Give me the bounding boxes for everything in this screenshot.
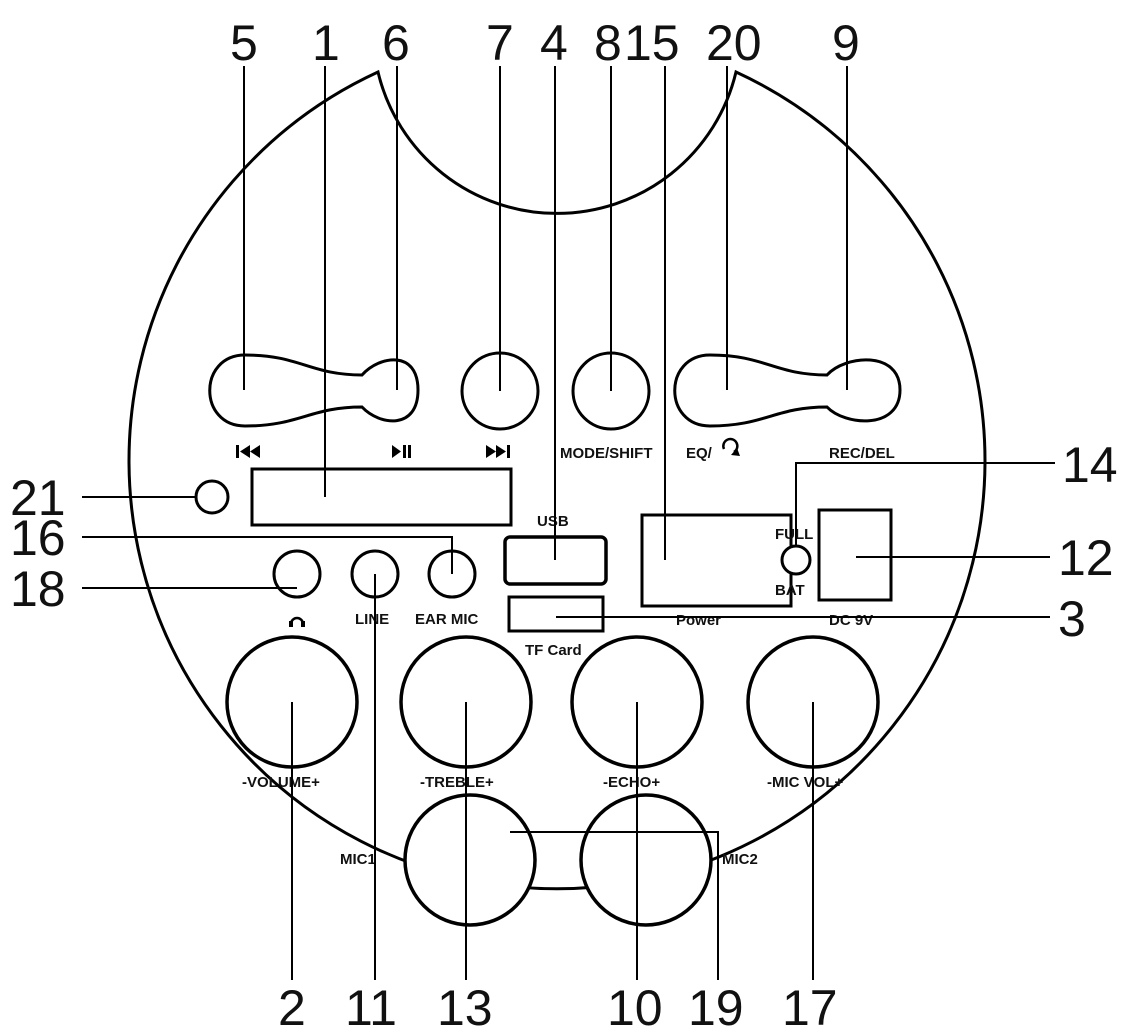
volume-label: -VOLUME+ — [242, 774, 320, 791]
eq-rec-rocker-button[interactable] — [673, 353, 902, 428]
callout-8: 8 — [594, 15, 622, 71]
battery-indicator — [780, 544, 812, 576]
rec-del-label: REC/DEL — [829, 445, 895, 462]
callout-16: 16 — [10, 510, 66, 566]
callout-19: 19 — [688, 980, 744, 1032]
prev-play-rocker-button[interactable] — [208, 353, 420, 428]
usb-label: USB — [537, 513, 569, 530]
mic2-jack[interactable] — [579, 793, 713, 927]
callout-5: 5 — [230, 15, 258, 71]
bat-label: BAT — [775, 582, 805, 599]
eq-label: EQ/ — [686, 445, 713, 462]
callout-14: 14 — [1062, 437, 1118, 493]
mic2-label: MIC2 — [722, 851, 758, 868]
ear-mic-label: EAR MIC — [415, 611, 479, 628]
echo-label: -ECHO+ — [603, 774, 660, 791]
callout-21: 21 — [10, 470, 66, 526]
headphone-jack[interactable] — [272, 549, 322, 599]
headphone-icon — [289, 616, 305, 627]
callout-15: 15 — [624, 15, 680, 71]
dc-label: DC 9V — [829, 612, 873, 629]
mic1-jack[interactable] — [403, 793, 537, 927]
callout-11: 11 — [345, 980, 397, 1032]
callout-12: 12 — [1058, 530, 1114, 586]
leader-19 — [510, 831, 719, 980]
callout-6: 6 — [382, 15, 410, 71]
callout-3: 3 — [1058, 591, 1086, 647]
callout-18: 18 — [10, 561, 66, 617]
power-label: Power — [676, 612, 721, 629]
mic-vol-label: -MIC VOL+ — [767, 774, 843, 791]
mode-shift-label: MODE/SHIFT — [560, 445, 653, 462]
callout-17: 17 — [782, 980, 838, 1032]
callout-4: 4 — [540, 15, 568, 71]
treble-label: -TREBLE+ — [420, 774, 494, 791]
callout-7: 7 — [486, 15, 514, 71]
line-label: LINE — [355, 611, 389, 628]
tf-card-slot[interactable] — [507, 595, 605, 633]
prev-icon — [236, 445, 260, 458]
callout-10: 10 — [607, 980, 663, 1032]
callout-9: 9 — [832, 15, 860, 71]
repeat-icon — [722, 437, 740, 456]
play-pause-icon — [392, 445, 411, 458]
callout-13: 13 — [437, 980, 493, 1032]
power-switch[interactable] — [640, 513, 793, 608]
display-screen — [250, 467, 513, 527]
tf-card-label: TF Card — [525, 642, 582, 659]
full-label: FULL — [775, 526, 813, 543]
callout-1: 1 — [312, 15, 340, 71]
leader-16 — [82, 536, 453, 574]
remote-sensor — [194, 479, 230, 515]
leader-14 — [795, 462, 1055, 546]
callout-20: 20 — [706, 15, 762, 71]
mic1-label: MIC1 — [340, 851, 376, 868]
dc-9v-jack[interactable] — [817, 508, 893, 602]
next-icon — [486, 445, 510, 458]
callout-2: 2 — [278, 980, 306, 1032]
